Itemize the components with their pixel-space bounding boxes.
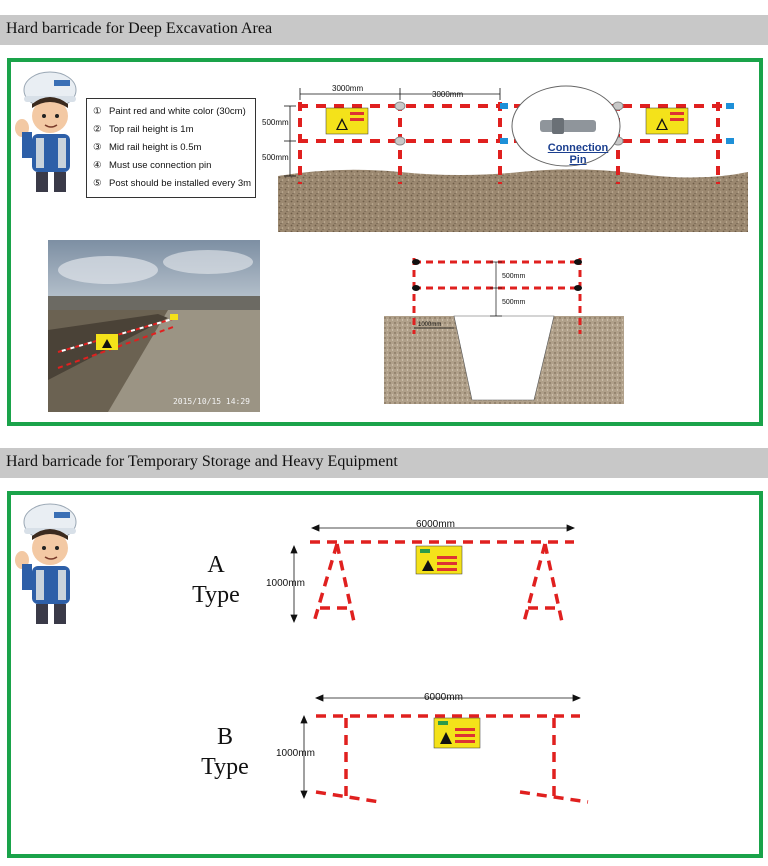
section-dim-1: 500mm [502, 273, 526, 280]
type-a-width: 6000mm [416, 519, 455, 530]
excavation-section-drawing: 500mm 500mm 1000mm [384, 258, 624, 404]
section-header-excavation: Hard barricade for Deep Excavation Area [0, 15, 768, 45]
barricade-elevation-drawing: 3000mm 3000mm 500mm 500mm [262, 84, 748, 232]
storage-panel [7, 491, 763, 858]
site-photo: 2015/10/15 14:29 [48, 240, 260, 412]
excavation-panel [7, 58, 763, 426]
section-title: Hard barricade for Deep Excavation Area [6, 20, 273, 37]
section-header-storage: Hard barricade for Temporary Storage and… [0, 448, 768, 478]
warning-sign-icon [325, 107, 369, 135]
type-a-barricade-drawing: 6000mm 1000mm [266, 519, 576, 624]
type-a-label: A Type [192, 552, 240, 608]
worker-mascot-icon [15, 503, 77, 624]
section-dim-2: 500mm [502, 299, 526, 306]
ground-soil [278, 169, 748, 232]
type-b-barricade-drawing: 6000mm 1000mm [276, 692, 589, 804]
connection-pin-icon [540, 120, 596, 132]
worker-mascot-icon [15, 71, 77, 192]
section-dim-3: 1000mm [418, 322, 441, 328]
warning-sign-icon [645, 107, 689, 135]
type-b-width: 6000mm [424, 692, 463, 703]
connection-pin-label: Connection Pin [547, 142, 609, 166]
type-a-height: 1000mm [266, 578, 305, 589]
warning-sign-icon [415, 545, 463, 575]
dim-span-2: 3000mm [432, 90, 463, 99]
warning-sign-icon [433, 717, 481, 749]
section-title: Hard barricade for Temporary Storage and… [6, 453, 398, 470]
photo-timestamp: 2015/10/15 14:29 [172, 397, 250, 406]
type-b-height: 1000mm [276, 748, 315, 759]
dim-height-1: 500mm [262, 118, 289, 127]
dim-height-2: 500mm [262, 153, 289, 162]
type-b-label: B Type [201, 724, 249, 780]
dim-span-1: 3000mm [332, 84, 363, 93]
